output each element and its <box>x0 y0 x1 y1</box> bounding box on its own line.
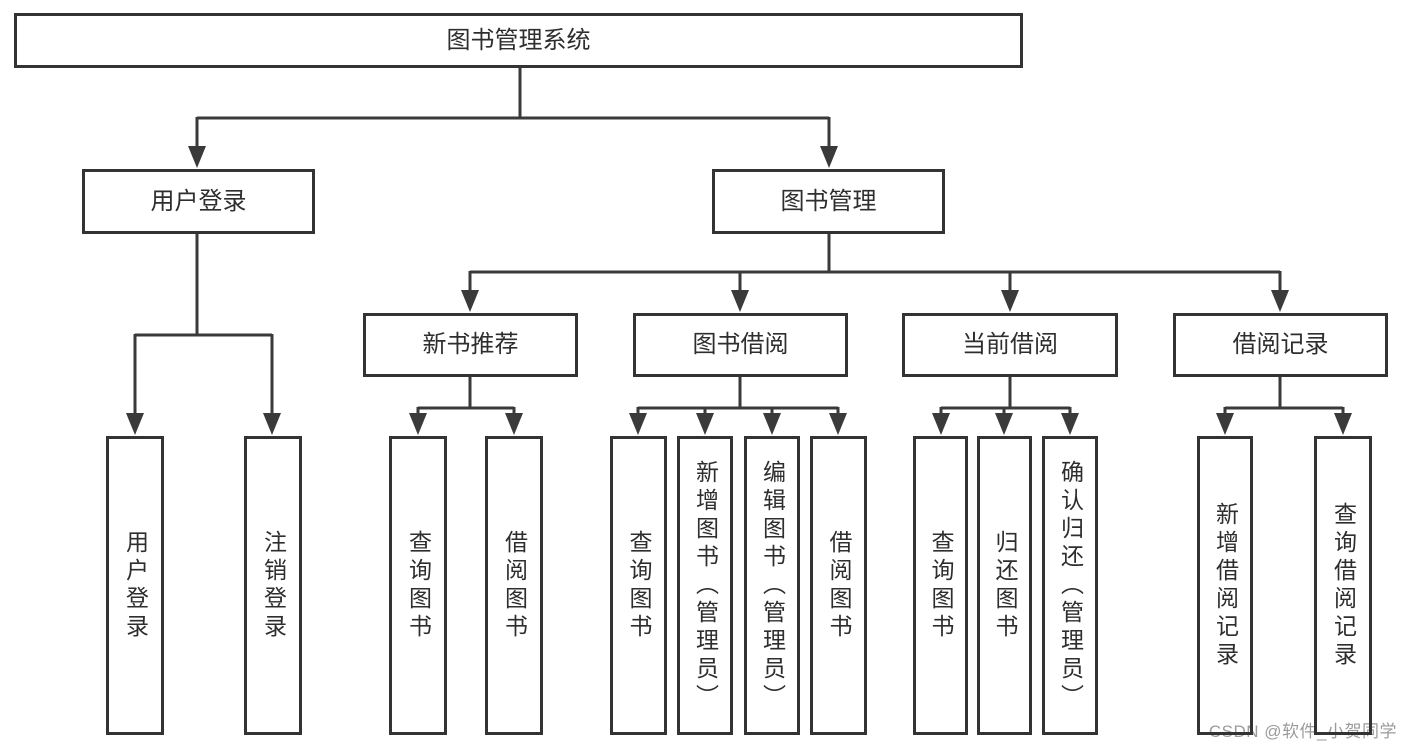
tree-branch-lines <box>133 68 1345 416</box>
leaf-logout: 注销登录 <box>244 436 302 735</box>
leaf-add-borrow-record: 新增借阅记录 <box>1197 436 1253 735</box>
node-user-login: 用户登录 <box>82 169 315 234</box>
leaf-add-books-admin: 新增图书（管理员） <box>677 436 733 735</box>
leaf-confirm-return-admin: 确认归还（管理员） <box>1042 436 1098 735</box>
leaf-edit-books-admin: 编辑图书（管理员） <box>744 436 800 735</box>
leaf-query-borrow-record: 查询借阅记录 <box>1314 436 1372 735</box>
node-book-borrowing: 图书借阅 <box>633 313 848 377</box>
csdn-watermark: CSDN @软件_小贺同学 <box>1208 722 1397 741</box>
node-library-system: 图书管理系统 <box>14 13 1023 68</box>
leaf-query-books-current: 查询图书 <box>913 436 968 735</box>
node-book-management: 图书管理 <box>712 169 945 234</box>
node-current-borrowing: 当前借阅 <box>902 313 1118 377</box>
leaf-query-books-recommend: 查询图书 <box>389 436 447 735</box>
node-new-book-recommend: 新书推荐 <box>363 313 578 377</box>
arrowhead-icons <box>126 146 1352 435</box>
leaf-query-books-borrowing: 查询图书 <box>610 436 667 735</box>
leaf-return-books: 归还图书 <box>977 436 1032 735</box>
leaf-borrow-books: 借阅图书 <box>810 436 867 735</box>
node-borrowing-records: 借阅记录 <box>1173 313 1388 377</box>
leaf-borrow-books-recommend: 借阅图书 <box>485 436 543 735</box>
leaf-user-login: 用户登录 <box>106 436 164 735</box>
